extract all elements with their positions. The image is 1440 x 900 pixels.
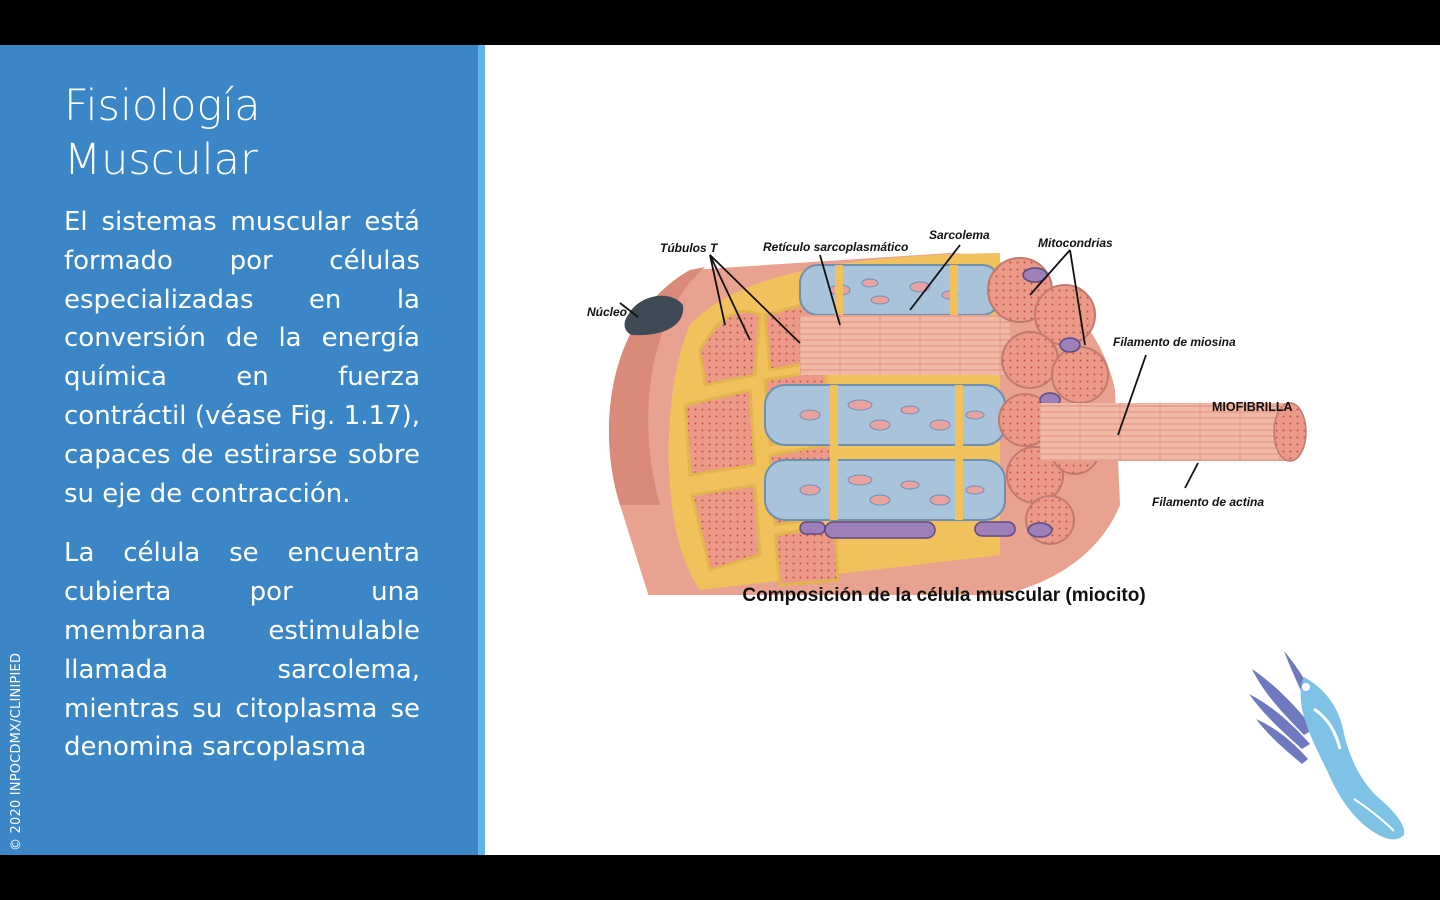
title-line-1: Fisiología	[64, 81, 261, 131]
label-filamento-miosina: Filamento de miosina	[1113, 335, 1236, 349]
muscle-cell-illustration	[608, 244, 1307, 595]
copyright-notice: © 2020 INPOCDMX/CLINIPIED	[9, 652, 24, 851]
body-text: El sistemas muscular está formado por cé…	[64, 203, 420, 788]
slide-title: Fisiología Muscular	[64, 79, 444, 187]
label-sarcolema: Sarcolema	[929, 228, 990, 242]
winged-foot-logo	[1244, 649, 1414, 845]
leader-lines	[619, 244, 1199, 489]
label-mitocondrias: Mitocondrias	[1038, 236, 1113, 250]
panel-accent-stripe	[478, 45, 485, 855]
slide: Fisiología Muscular El sistemas muscular…	[0, 45, 1440, 855]
paragraph-2: La célula se encuentra cubierta por una …	[64, 538, 420, 763]
label-miofibrilla: MIOFIBRILLA	[1212, 400, 1293, 414]
myofibril	[1040, 402, 1307, 462]
label-filamento-actina: Filamento de actina	[1152, 495, 1265, 509]
muscle-cell-figure: Túbulos T Retículo sarcoplasmático Sarco…	[580, 175, 1320, 595]
label-tubulos-t: Túbulos T	[660, 241, 718, 255]
title-line-2: Muscular	[64, 135, 258, 185]
figure-caption: Composición de la célula muscular (mioci…	[742, 585, 1146, 606]
winged-foot-icon	[1249, 651, 1405, 840]
label-reticulo: Retículo sarcoplasmático	[763, 240, 909, 254]
reticulum-rows	[764, 264, 1010, 521]
nucleus	[624, 295, 684, 336]
left-panel	[0, 45, 478, 855]
mitochondria	[799, 267, 1081, 539]
label-nucleo: Núcleo	[587, 305, 628, 319]
paragraph-1: El sistemas muscular está formado por cé…	[64, 207, 420, 509]
